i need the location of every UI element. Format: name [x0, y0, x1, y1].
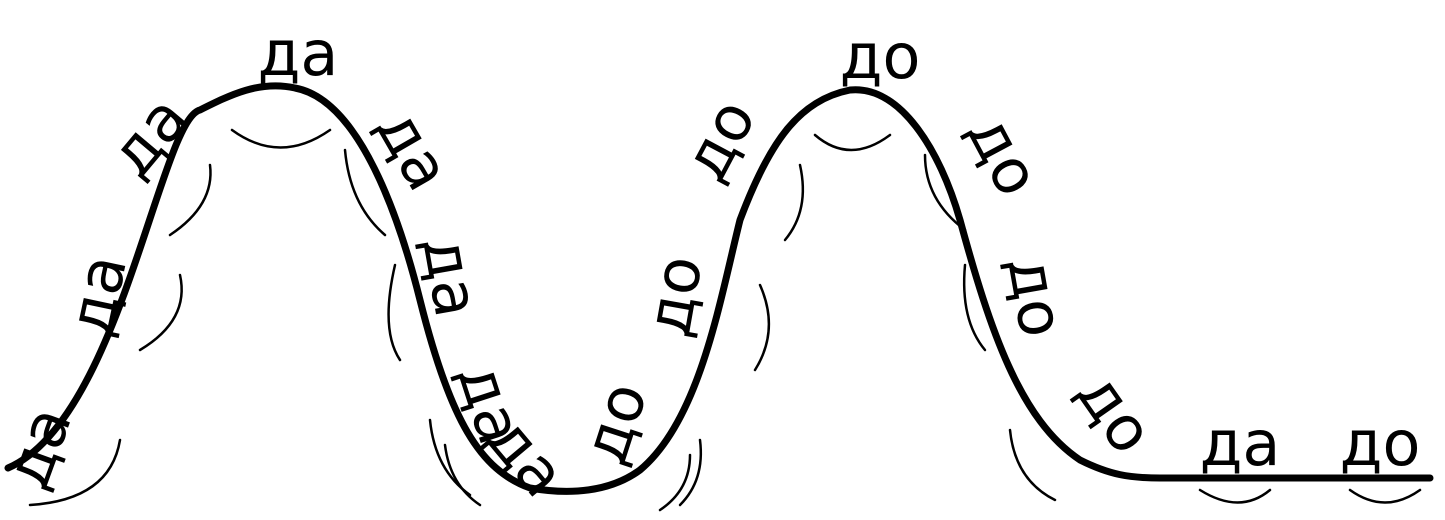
bounce-arc — [1200, 490, 1270, 503]
syllable-label: до — [1063, 359, 1169, 467]
syllable-label: да — [95, 82, 203, 191]
bounce-arc — [232, 130, 330, 148]
bounce-arc — [680, 440, 701, 505]
syllable-label: да — [408, 230, 494, 322]
bounce-arc — [1010, 430, 1055, 500]
bounce-arc — [345, 150, 385, 235]
syllable-label: до — [631, 250, 717, 342]
bounce-arc — [660, 455, 690, 510]
bounce-arc — [785, 165, 803, 240]
syllable-label: да — [53, 248, 141, 342]
syllable-label: да — [0, 397, 86, 498]
bounce-arc — [1350, 490, 1420, 503]
syllable-label: до — [993, 250, 1079, 342]
syllable-label: до — [953, 102, 1055, 208]
syllable-label: да — [362, 96, 466, 203]
bounce-arc — [755, 285, 769, 370]
bounce-arc — [389, 265, 400, 360]
bounce-arc — [170, 165, 211, 235]
syllable-label: до — [840, 20, 921, 93]
syllable-label: да — [258, 17, 339, 90]
syllable-label: да — [1200, 407, 1281, 480]
bounce-arc — [140, 275, 182, 350]
bounce-arc — [815, 135, 890, 150]
syllable-label: до — [1340, 407, 1421, 480]
syllable-labels: да да да да да да да да до до до до до д… — [0, 17, 1420, 511]
